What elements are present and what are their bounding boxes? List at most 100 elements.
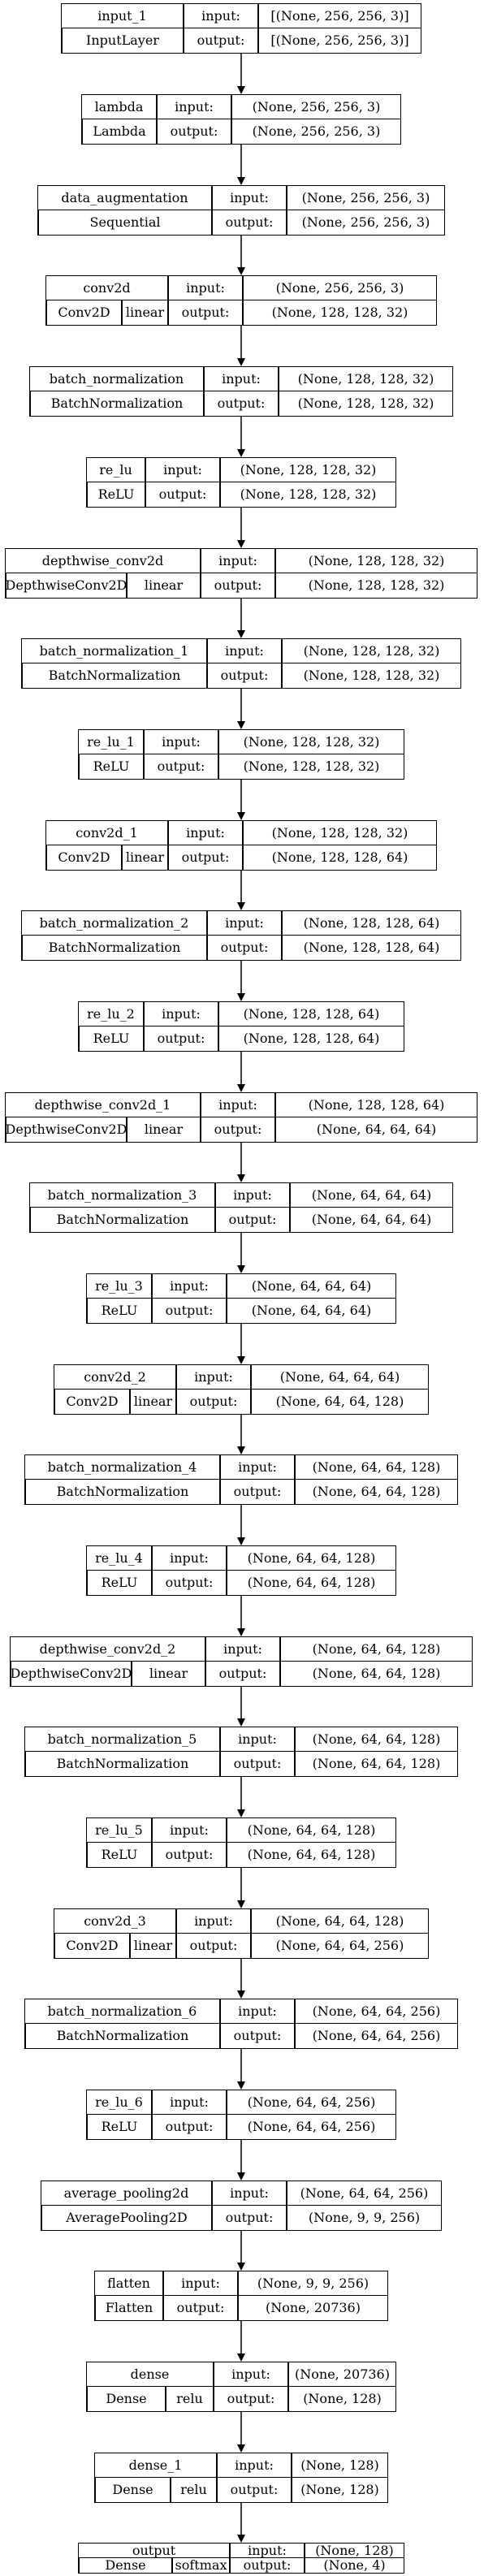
input-label: input:: [152, 1546, 227, 1571]
layer-name: batch_normalization_3: [30, 1183, 215, 1208]
output-label: output:: [215, 1208, 290, 1232]
output-shape: (None, 64, 64, 64): [275, 1117, 477, 1142]
input-shape: (None, 64, 64, 128): [227, 1546, 395, 1571]
edge-arrowhead: [237, 1718, 245, 1727]
output-label: output:: [144, 754, 218, 779]
edge-arrowhead: [237, 1174, 245, 1182]
input-shape: (None, 64, 64, 64): [290, 1183, 452, 1208]
layer-name: batch_normalization_1: [22, 639, 207, 663]
input-shape: (None, 64, 64, 64): [251, 1365, 428, 1390]
input-label: input:: [205, 1637, 280, 1662]
layer-name: batch_normalization_2: [22, 911, 207, 936]
input-shape: (None, 128, 128, 32): [275, 549, 477, 573]
layer-type: DepthwiseConv2D: [6, 1117, 127, 1142]
layer-name: flatten: [95, 2271, 163, 2296]
layer-type: Conv2D: [54, 1390, 130, 1414]
input-label: input:: [230, 2544, 305, 2558]
input-label: input:: [152, 1274, 227, 1299]
layer-type: AveragePooling2D: [41, 2206, 212, 2230]
edge-arrowhead: [237, 1628, 245, 1636]
input-shape: (None, 64, 64, 256): [227, 2090, 395, 2115]
edge-arrowhead: [237, 1900, 245, 1908]
input-shape: (None, 64, 64, 128): [280, 1637, 472, 1662]
layer-type: ReLU: [87, 1843, 152, 1867]
output-shape: [(None, 256, 256, 3)]: [258, 28, 421, 53]
output-label: output:: [214, 2387, 288, 2411]
output-shape: (None, 128, 128, 32): [282, 663, 460, 688]
layer-type: BatchNormalization: [22, 936, 207, 960]
layer-name: dense_1: [95, 2453, 217, 2478]
activation: relu: [166, 2387, 214, 2411]
input-shape: (None, 9, 9, 256): [238, 2271, 387, 2296]
activation: linear: [132, 1662, 205, 1686]
layer-name: output: [79, 2544, 230, 2558]
input-label: input:: [220, 1999, 295, 2024]
input-label: input:: [212, 186, 287, 210]
output-shape: (None, 128, 128, 32): [218, 754, 404, 779]
input-shape: (None, 128, 128, 32): [282, 639, 460, 663]
input-label: input:: [176, 1365, 251, 1390]
input-label: input:: [152, 2090, 227, 2115]
output-shape: (None, 128, 128, 32): [279, 391, 452, 416]
input-label: input:: [201, 1093, 275, 1117]
edge-arrowhead: [237, 449, 245, 457]
activation: linear: [127, 1117, 201, 1142]
edge-arrowhead: [237, 2263, 245, 2271]
output-shape: (None, 64, 64, 128): [251, 1390, 428, 1414]
layer-name: lambda: [82, 95, 157, 119]
layer-type: Conv2D: [54, 1934, 130, 1958]
edge-arrowhead: [237, 540, 245, 548]
output-label: output:: [207, 663, 282, 688]
layer-name: conv2d_2: [54, 1365, 176, 1390]
layer-name: re_lu: [87, 458, 145, 482]
input-shape: (None, 64, 64, 64): [227, 1274, 395, 1299]
output-label: output:: [217, 2478, 292, 2502]
edge-arrowhead: [237, 1537, 245, 1545]
input-shape: (None, 64, 64, 128): [251, 1909, 428, 1934]
input-label: input:: [184, 4, 258, 28]
layer-type: BatchNormalization: [25, 1752, 220, 1776]
input-shape: (None, 64, 64, 256): [287, 2181, 441, 2206]
layer-name: re_lu_6: [87, 2090, 152, 2115]
input-shape: (None, 128, 128, 64): [275, 1093, 477, 1117]
activation: linear: [127, 573, 201, 598]
input-shape: (None, 128, 128, 64): [282, 911, 460, 936]
layer-type: Dense: [95, 2478, 171, 2502]
layer-type: BatchNormalization: [22, 663, 207, 688]
input-shape: [(None, 256, 256, 3)]: [258, 4, 421, 28]
layer-type: Lambda: [82, 119, 157, 144]
input-shape: (None, 64, 64, 128): [295, 1455, 457, 1480]
output-label: output:: [168, 300, 243, 325]
edge-arrowhead: [237, 2535, 245, 2543]
output-label: output:: [145, 482, 220, 507]
input-shape: (None, 256, 256, 3): [243, 276, 436, 300]
output-label: output:: [204, 391, 279, 416]
layer-name: data_augmentation: [38, 186, 212, 210]
output-label: output:: [144, 1027, 218, 1051]
edge-arrowhead: [237, 993, 245, 1001]
edge-arrowhead: [237, 1084, 245, 1092]
layer-name: depthwise_conv2d_2: [11, 1637, 205, 1662]
layer-type: Dense: [87, 2387, 166, 2411]
layer-name: average_pooling2d: [41, 2181, 212, 2206]
edge-arrowhead: [237, 630, 245, 638]
layer-name: conv2d_3: [54, 1909, 176, 1934]
layer-name: batch_normalization_6: [25, 1999, 220, 2024]
input-label: input:: [217, 2453, 292, 2478]
layer-name: conv2d_1: [46, 821, 168, 845]
output-label: output:: [230, 2558, 305, 2573]
input-label: input:: [145, 458, 220, 482]
output-label: output:: [152, 1843, 227, 1867]
